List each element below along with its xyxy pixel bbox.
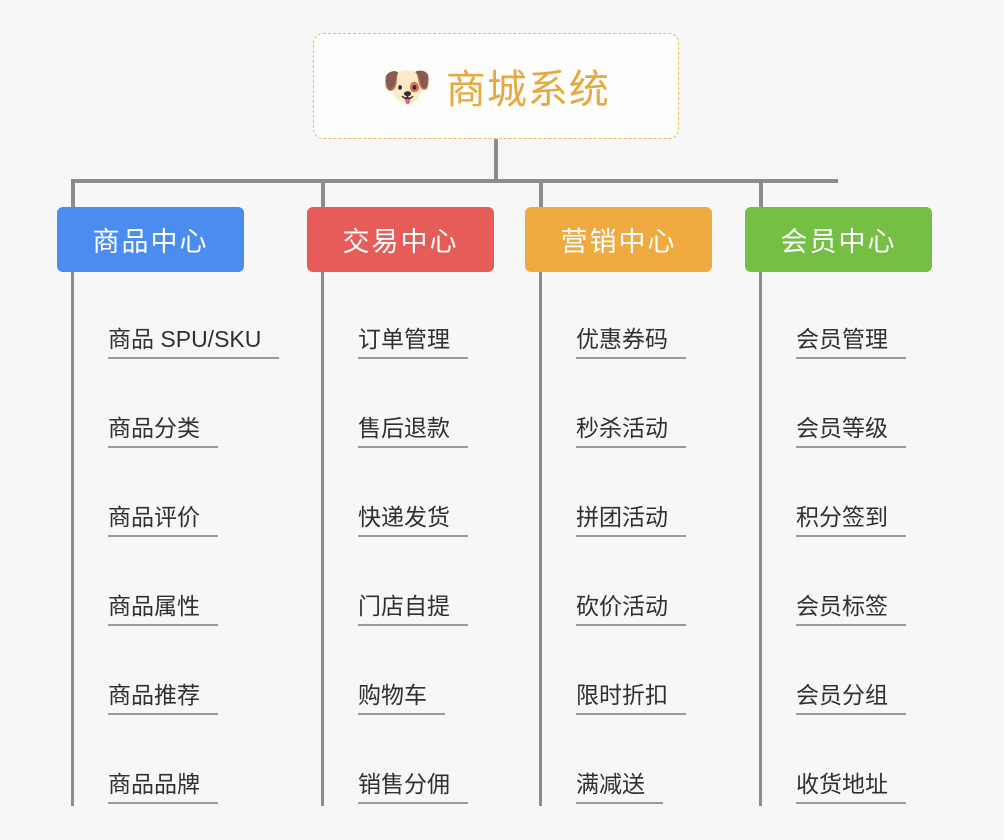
list-item-label: 收货地址 xyxy=(796,772,906,804)
list-item[interactable]: 会员分组 xyxy=(762,628,932,717)
list-item[interactable]: 销售分佣 xyxy=(324,717,494,806)
column-product-center: 商品中心商品 SPU/SKU 商品分类商品评价商品属性商品推荐商品品牌 xyxy=(57,207,280,806)
root-node-mall-system[interactable]: 🐶 商城系统 xyxy=(313,33,679,139)
list-item-label: 限时折扣 xyxy=(576,683,686,715)
connector-drop-trade-center xyxy=(321,179,325,207)
list-item[interactable]: 积分签到 xyxy=(762,450,932,539)
category-header-member-center[interactable]: 会员中心 xyxy=(745,207,932,272)
connector-drop-member-center xyxy=(759,179,763,207)
list-item[interactable]: 订单管理 xyxy=(324,272,494,361)
list-item[interactable]: 快递发货 xyxy=(324,450,494,539)
list-item-label: 满减送 xyxy=(576,772,663,804)
list-item-label: 门店自提 xyxy=(358,594,468,626)
list-item-label: 商品 SPU/SKU xyxy=(108,327,280,359)
list-item[interactable]: 砍价活动 xyxy=(542,539,712,628)
item-list-marketing-center: 优惠券码秒杀活动拼团活动砍价活动限时折扣满减送 xyxy=(539,272,712,806)
column-member-center: 会员中心会员管理会员等级积分签到会员标签会员分组收货地址 xyxy=(745,207,932,806)
list-item[interactable]: 拼团活动 xyxy=(542,450,712,539)
list-item-label: 秒杀活动 xyxy=(576,416,686,448)
list-item[interactable]: 商品品牌 xyxy=(74,717,244,806)
list-item-label: 拼团活动 xyxy=(576,505,686,537)
list-item-label: 会员等级 xyxy=(796,416,906,448)
list-item[interactable]: 会员管理 xyxy=(762,272,932,361)
list-item-label: 积分签到 xyxy=(796,505,906,537)
category-header-trade-center[interactable]: 交易中心 xyxy=(307,207,494,272)
list-item-label: 售后退款 xyxy=(358,416,468,448)
column-marketing-center: 营销中心优惠券码秒杀活动拼团活动砍价活动限时折扣满减送 xyxy=(525,207,712,806)
list-item-label: 会员管理 xyxy=(796,327,906,359)
connector-horizontal-bus xyxy=(71,179,838,183)
root-node-title: 商城系统 xyxy=(445,68,610,112)
list-item[interactable]: 商品分类 xyxy=(74,361,244,450)
list-item-label: 商品推荐 xyxy=(108,683,218,715)
list-item[interactable]: 会员等级 xyxy=(762,361,932,450)
list-item-label: 订单管理 xyxy=(358,327,468,359)
list-item[interactable]: 购物车 xyxy=(324,628,494,717)
list-item-label: 会员标签 xyxy=(796,594,906,626)
list-item[interactable]: 商品评价 xyxy=(74,450,244,539)
list-item[interactable]: 优惠券码 xyxy=(542,272,712,361)
list-item-label: 商品品牌 xyxy=(108,772,218,804)
connector-drop-product-center xyxy=(71,179,75,207)
list-item[interactable]: 会员标签 xyxy=(762,539,932,628)
shiba-dog-face-icon: 🐶 xyxy=(382,65,432,109)
list-item[interactable]: 商品推荐 xyxy=(74,628,244,717)
list-item-label: 优惠券码 xyxy=(576,327,686,359)
list-item[interactable]: 门店自提 xyxy=(324,539,494,628)
connector-drop-marketing-center xyxy=(539,179,543,207)
list-item-label: 砍价活动 xyxy=(576,594,686,626)
item-list-member-center: 会员管理会员等级积分签到会员标签会员分组收货地址 xyxy=(759,272,932,806)
list-item-label: 商品属性 xyxy=(108,594,218,626)
category-header-marketing-center[interactable]: 营销中心 xyxy=(525,207,712,272)
list-item-label: 商品评价 xyxy=(108,505,218,537)
list-item-label: 快递发货 xyxy=(358,505,468,537)
list-item[interactable]: 收货地址 xyxy=(762,717,932,806)
item-list-trade-center: 订单管理售后退款快递发货门店自提购物车销售分佣 xyxy=(321,272,494,806)
connector-root-stem xyxy=(494,139,498,182)
category-header-product-center[interactable]: 商品中心 xyxy=(57,207,244,272)
list-item[interactable]: 满减送 xyxy=(542,717,712,806)
list-item[interactable]: 售后退款 xyxy=(324,361,494,450)
item-list-product-center: 商品 SPU/SKU 商品分类商品评价商品属性商品推荐商品品牌 xyxy=(71,272,280,806)
list-item[interactable]: 商品属性 xyxy=(74,539,244,628)
list-item-label: 会员分组 xyxy=(796,683,906,715)
list-item[interactable]: 秒杀活动 xyxy=(542,361,712,450)
list-item-label: 销售分佣 xyxy=(358,772,468,804)
column-trade-center: 交易中心订单管理售后退款快递发货门店自提购物车销售分佣 xyxy=(307,207,494,806)
list-item-label: 商品分类 xyxy=(108,416,218,448)
list-item[interactable]: 商品 SPU/SKU xyxy=(74,272,280,361)
list-item-label: 购物车 xyxy=(358,683,445,715)
list-item[interactable]: 限时折扣 xyxy=(542,628,712,717)
